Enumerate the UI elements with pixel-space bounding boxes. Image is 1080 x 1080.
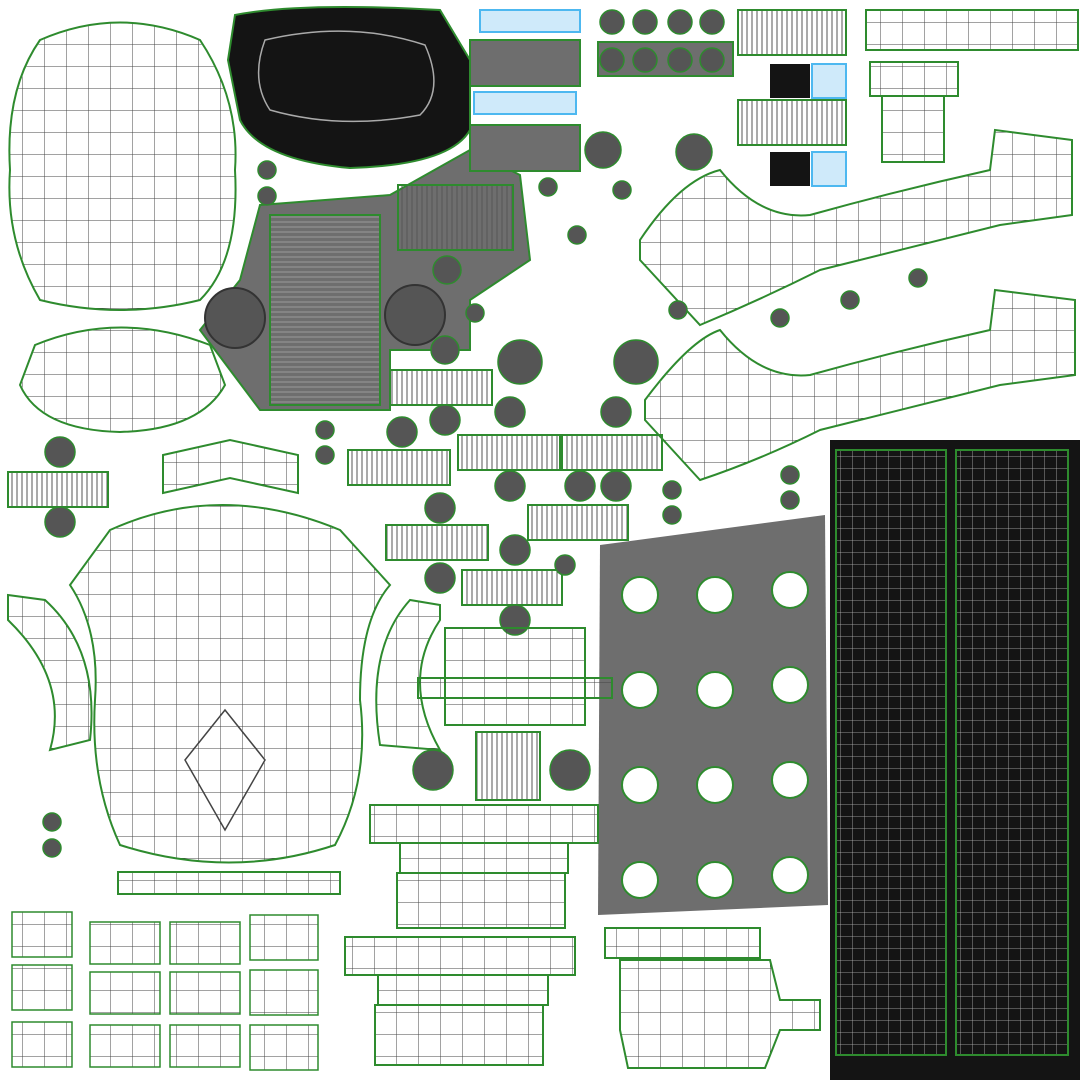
uv-island-shield-large [68,504,392,864]
uv-blue-chips [473,9,847,187]
uv-island-bent-panel [162,438,299,495]
uv-island-arches-panel [598,515,828,915]
uv-island-wing-left [7,593,93,752]
uv-island-shield-small [18,326,227,434]
uv-island-visor [226,5,471,170]
uv-island-wing-right [375,598,442,752]
uv-bottom-blocks [344,9,1079,1069]
uv-island-tread-panel [830,440,1080,1080]
uv-small-tiles [11,911,319,1071]
uv-island-shield-top [8,21,237,311]
uv-island-arm-upper [639,128,1073,327]
uv-island-strip [117,871,341,895]
uv-cylinders [7,9,847,801]
uv-island-arm-lower [644,288,1076,482]
uv-bolt-islands [42,9,928,858]
